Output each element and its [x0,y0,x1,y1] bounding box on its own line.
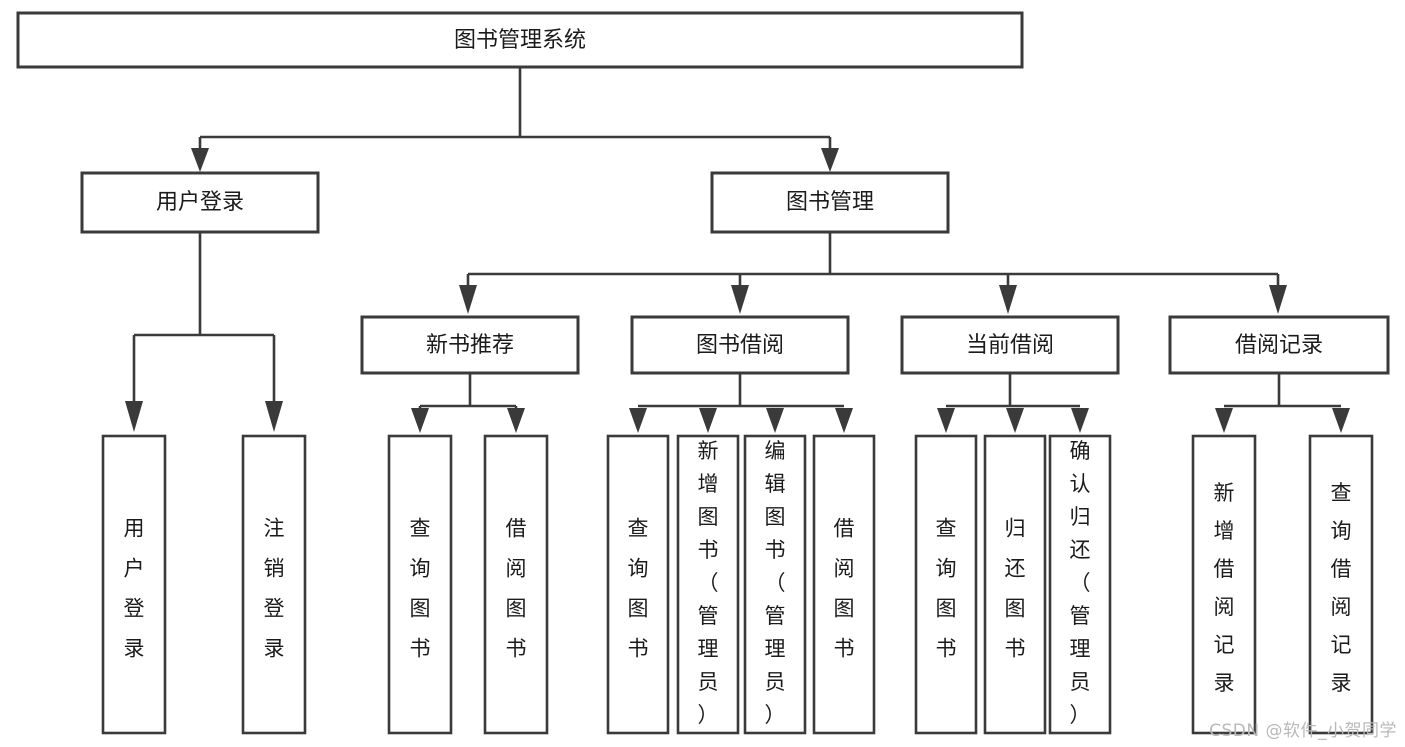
node-new-book-recommend-label: 新书推荐 [426,333,514,358]
node-leaf-borrow-book-box[interactable] [812,434,876,735]
node-leaf-query-book-rec[interactable]: 查询图书 [387,434,453,735]
arrow-book-manage-to-current-borrow [999,285,1017,314]
leaf-node-layer: 用户登录 注销登录 查询图书 借阅图书 查询图书 新增图书（管理员） 编辑图书（管理员） 借阅… [101,434,1374,735]
node-leaf-borrow-book-rec-box[interactable] [483,434,549,735]
arrow-book-borrow-leaf-2 [699,408,717,433]
node-user-login[interactable]: 用户登录 [80,171,320,234]
node-current-borrow-label: 当前借阅 [966,333,1054,358]
node-leaf-add-book-admin-box[interactable] [676,434,740,735]
arrow-new-book-leaf-1 [411,408,429,433]
node-leaf-query-borrow-record-box[interactable] [1308,434,1374,735]
arrow-user-login-leaf-1 [125,401,143,432]
node-root-box[interactable] [16,11,1024,69]
node-borrow-record-box[interactable] [1168,315,1390,375]
node-book-manage[interactable]: 图书管理 [710,171,950,234]
node-user-login-box[interactable] [80,171,320,234]
node-new-book-recommend[interactable]: 新书推荐 [360,315,580,375]
node-current-borrow-box[interactable] [900,315,1120,375]
node-leaf-return-book[interactable]: 归还图书 [983,434,1047,735]
arrow-current-borrow-leaf-3 [1071,408,1089,433]
node-leaf-query-book-borrow-label: 查询图书 [628,517,649,661]
node-leaf-query-book-current-label: 查询图书 [936,517,957,661]
node-borrow-record-label: 借阅记录 [1235,333,1323,358]
arrow-borrow-record-leaf-1 [1215,408,1233,433]
arrow-borrow-record-leaf-2 [1332,408,1350,433]
arrow-book-borrow-leaf-4 [835,408,853,433]
node-leaf-confirm-return-admin-box[interactable] [1048,434,1112,735]
node-book-manage-box[interactable] [710,171,950,234]
node-leaf-borrow-book-label: 借阅图书 [834,517,855,661]
node-current-borrow[interactable]: 当前借阅 [900,315,1120,375]
node-borrow-record[interactable]: 借阅记录 [1168,315,1390,375]
connector-layer [125,67,1350,433]
node-leaf-query-book-rec-box[interactable] [387,434,453,735]
node-book-borrow-label: 图书借阅 [696,333,784,358]
node-root-label: 图书管理系统 [454,28,586,53]
node-leaf-add-book-admin-label: 新增图书（管理员） [698,439,719,727]
node-leaf-add-borrow-record-label: 新增借阅记录 [1214,481,1235,695]
node-leaf-borrow-book-rec-label: 借阅图书 [506,517,527,661]
node-new-book-recommend-box[interactable] [360,315,580,375]
node-leaf-return-book-label: 归还图书 [1005,517,1026,661]
arrow-user-login-leaf-2 [265,401,283,432]
node-leaf-confirm-return-admin-label: 确认归还（管理员） [1070,439,1091,727]
node-leaf-logout[interactable]: 注销登录 [241,434,307,735]
node-leaf-borrow-book[interactable]: 借阅图书 [812,434,876,735]
node-leaf-query-borrow-record[interactable]: 查询借阅记录 [1308,434,1374,735]
node-leaf-borrow-book-rec[interactable]: 借阅图书 [483,434,549,735]
node-leaf-edit-book-admin[interactable]: 编辑图书（管理员） [743,434,807,735]
node-leaf-confirm-return-admin[interactable]: 确认归还（管理员） [1048,434,1112,735]
node-leaf-add-borrow-record[interactable]: 新增借阅记录 [1191,434,1257,735]
arrow-book-borrow-leaf-3 [766,408,784,433]
node-leaf-query-book-borrow-box[interactable] [606,434,670,735]
node-leaf-query-borrow-record-label: 查询借阅记录 [1331,481,1352,695]
arrow-book-manage-to-new-book [459,285,477,314]
node-leaf-query-book-borrow[interactable]: 查询图书 [606,434,670,735]
node-leaf-user-login-box[interactable] [101,434,167,735]
arrow-current-borrow-leaf-2 [1006,408,1024,433]
node-book-borrow[interactable]: 图书借阅 [630,315,850,375]
node-book-manage-label: 图书管理 [786,190,874,215]
node-root[interactable]: 图书管理系统 [16,11,1024,69]
node-leaf-query-book-current-box[interactable] [914,434,978,735]
node-leaf-add-borrow-record-box[interactable] [1191,434,1257,735]
node-leaf-user-login-label: 用户登录 [124,517,145,661]
node-leaf-logout-label: 注销登录 [264,517,285,661]
node-leaf-edit-book-admin-label: 编辑图书（管理员） [765,439,786,727]
arrow-book-manage-to-borrow-record [1269,285,1287,314]
node-leaf-add-book-admin[interactable]: 新增图书（管理员） [676,434,740,735]
node-leaf-edit-book-admin-box[interactable] [743,434,807,735]
arrow-root-to-user-login [191,148,209,172]
node-leaf-return-book-box[interactable] [983,434,1047,735]
node-leaf-query-book-current[interactable]: 查询图书 [914,434,978,735]
arrow-book-manage-to-book-borrow [731,285,749,314]
node-book-borrow-box[interactable] [630,315,850,375]
node-leaf-user-login[interactable]: 用户登录 [101,434,167,735]
arrow-current-borrow-leaf-1 [937,408,955,433]
arrow-new-book-leaf-2 [507,408,525,433]
arrow-book-borrow-leaf-1 [629,408,647,433]
node-leaf-logout-box[interactable] [241,434,307,735]
node-leaf-query-book-rec-label: 查询图书 [410,517,431,661]
node-user-login-label: 用户登录 [156,190,244,215]
arrow-root-to-book-manage [821,148,839,172]
